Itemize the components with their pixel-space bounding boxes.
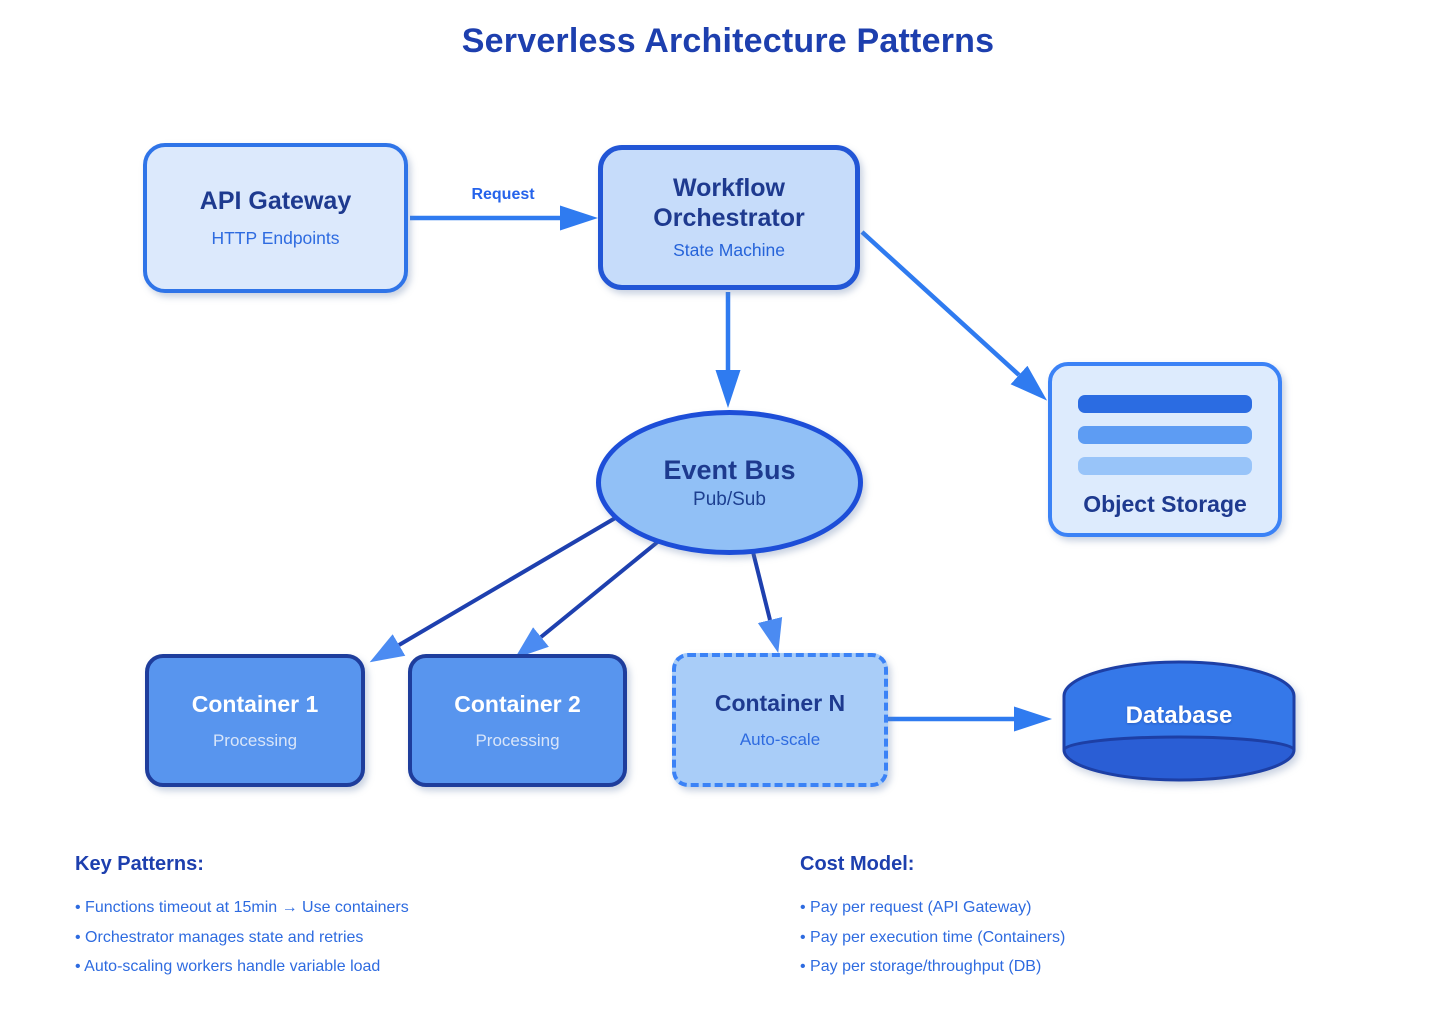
database-cylinder-icon [1062,660,1296,782]
workflow-orchestrator-title: Workflow Orchestrator [653,174,805,232]
container-1-title: Container 1 [191,690,319,717]
object-storage-bars-icon [1078,395,1252,475]
node-object-storage: Object Storage [1048,362,1282,537]
key-patterns-item: • Orchestrator manages state and retries [75,928,364,946]
container-2-title: Container 2 [454,690,581,717]
key-patterns-section: Key Patterns: • Functions timeout at 15m… [75,853,695,982]
arrow-eventbus-to-container1 [369,515,619,663]
node-event-bus: Event Bus Pub/Sub [596,410,863,555]
workflow-orchestrator-subtitle: State Machine [673,240,785,260]
arrow-orchestrator-to-storage [860,230,1048,401]
cost-model-item: • Pay per request (API Gateway) [800,899,1032,916]
object-storage-title: Object Storage [1083,491,1247,517]
node-workflow-orchestrator: Workflow Orchestrator State Machine [598,145,860,290]
node-container-2: Container 2 Processing [408,654,627,787]
container-n-subtitle: Auto-scale [739,730,821,749]
node-container-1: Container 1 Processing [145,654,365,787]
node-api-gateway: API Gateway HTTP Endpoints [143,143,408,293]
container-2-subtitle: Processing [475,730,560,750]
cost-model-heading: Cost Model: [800,853,915,875]
arrow-eventbus-to-container2 [514,538,662,659]
api-gateway-title: API Gateway [199,187,352,215]
cost-model-item: • Pay per execution time (Containers) [800,928,1066,946]
database-title: Database [1125,702,1233,729]
page-title: Serverless Architecture Patterns [461,22,995,60]
key-patterns-item: • Auto-scaling workers handle variable l… [75,958,381,975]
container-n-title: Container N [714,690,846,716]
arrow-eventbus-to-containerN [751,551,783,653]
node-container-n: Container N Auto-scale [672,653,888,787]
request-arrow-label: Request [471,186,535,203]
container-1-subtitle: Processing [212,730,298,750]
cost-model-item: • Pay per storage/throughput (DB) [800,958,1042,975]
storage-bar [1078,457,1252,475]
cost-model-section: Cost Model: • Pay per request (API Gatew… [800,853,1420,982]
event-bus-subtitle: Pub/Sub [693,488,766,510]
key-patterns-heading: Key Patterns: [75,853,204,875]
storage-bar [1078,395,1252,413]
storage-bar [1078,426,1252,444]
key-patterns-item: • Functions timeout at 15min → Use conta… [75,899,409,916]
api-gateway-subtitle: HTTP Endpoints [211,228,340,248]
event-bus-title: Event Bus [663,454,796,485]
node-database: Database [1060,658,1298,794]
